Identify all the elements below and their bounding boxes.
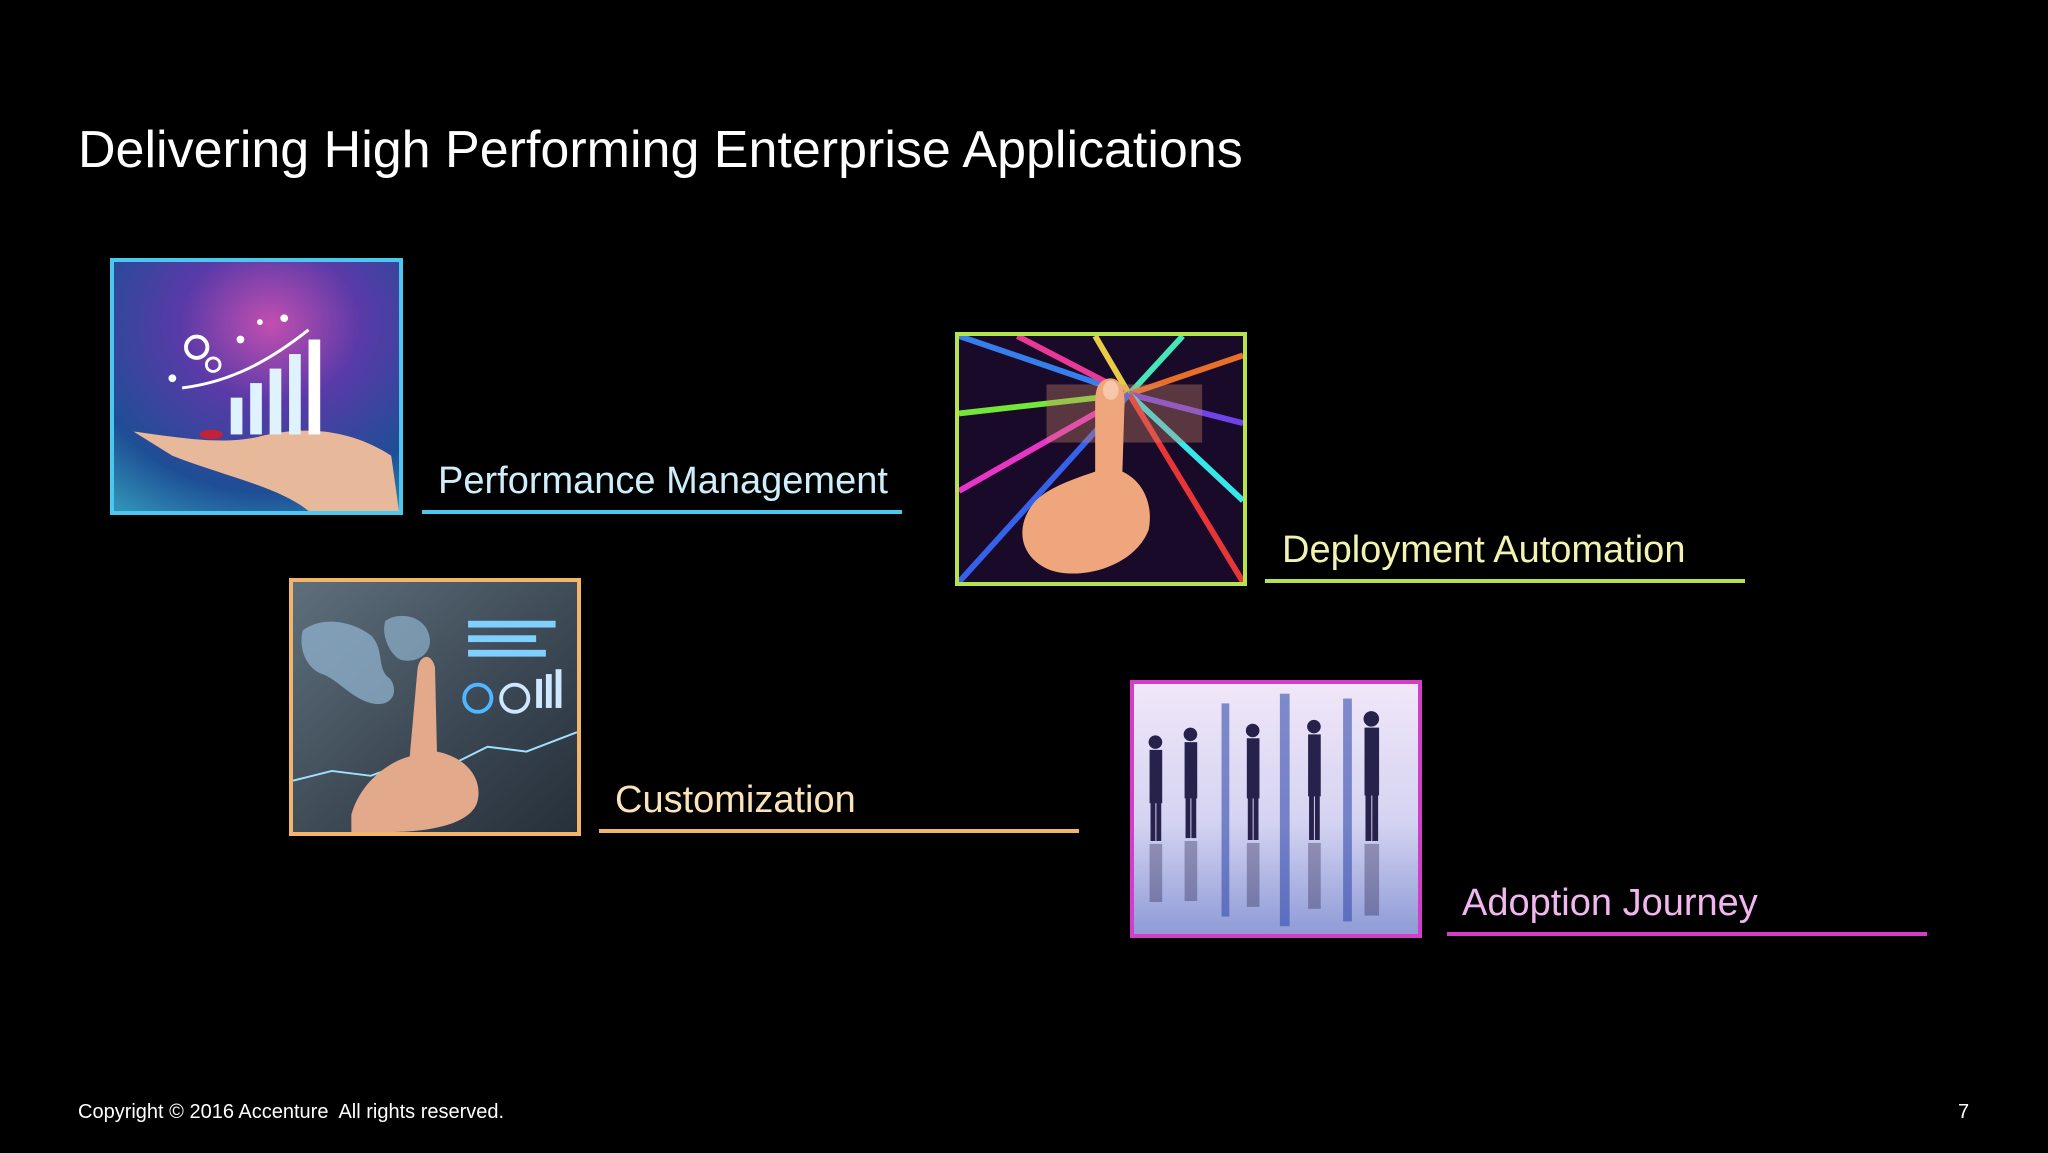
- business-people-silhouettes-icon: [1134, 684, 1418, 934]
- touch-dashboard-world-map-icon: [293, 582, 577, 832]
- finger-touch-light-burst-icon: [959, 336, 1243, 582]
- customization-image: [289, 578, 581, 836]
- slide-title: Delivering High Performing Enterprise Ap…: [78, 121, 1243, 179]
- customization-underline: [599, 829, 1079, 833]
- performance-management-label: Performance Management: [438, 460, 888, 502]
- adoption-journey-underline: [1447, 932, 1927, 936]
- deployment-automation-image: [955, 332, 1247, 586]
- performance-management-image: [110, 258, 403, 515]
- copyright-notice: Copyright © 2016 Accenture All rights re…: [78, 1101, 505, 1123]
- hand-holding-chart-icon: [114, 262, 399, 511]
- adoption-journey-label: Adoption Journey: [1462, 882, 1758, 924]
- customization-label: Customization: [615, 779, 856, 821]
- adoption-journey-image: [1130, 680, 1422, 938]
- deployment-automation-underline: [1265, 579, 1745, 583]
- performance-management-underline: [422, 510, 902, 514]
- deployment-automation-label: Deployment Automation: [1282, 529, 1686, 571]
- page-number: 7: [1958, 1101, 1970, 1123]
